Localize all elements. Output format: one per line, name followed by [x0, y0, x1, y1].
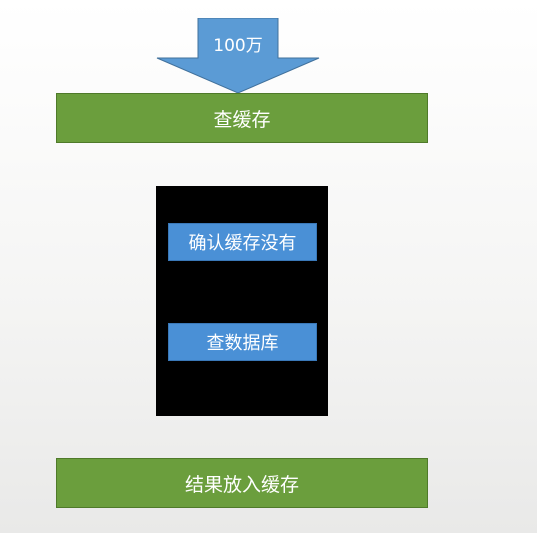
- down-arrow-shape: [156, 18, 320, 94]
- step-put-result-in-cache: 结果放入缓存: [56, 458, 428, 508]
- step-query-database: 查数据库: [168, 323, 317, 361]
- cache-miss-panel: [156, 186, 328, 416]
- step-check-cache-missing: 确认缓存没有: [168, 223, 317, 261]
- arrow-label: 100万: [213, 36, 263, 56]
- step-query-cache: 查缓存: [56, 93, 428, 143]
